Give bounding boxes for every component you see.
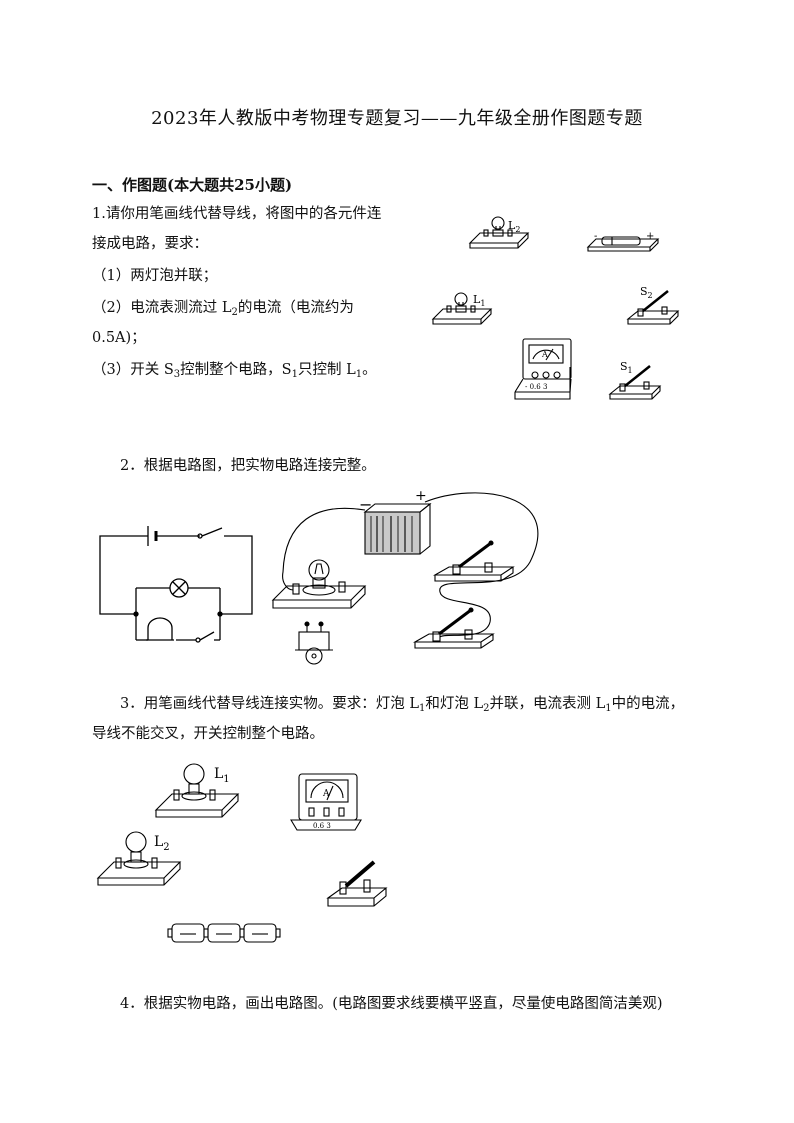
svg-text:A: A — [541, 350, 548, 359]
q1-switch-s2: S2 — [626, 285, 680, 325]
q1-ammeter: A - 0.6 3 — [514, 338, 572, 400]
q2-circuit-diagram — [99, 526, 253, 643]
svg-text:A: A — [322, 789, 330, 799]
svg-text:S1: S1 — [620, 360, 633, 375]
q3-figure: L1 A 0.6 3 L2 — [96, 763, 388, 943]
svg-text:L1: L1 — [473, 293, 485, 308]
q2-bell — [295, 621, 333, 665]
svg-text:- 0.6 3: - 0.6 3 — [525, 383, 547, 391]
svg-text:L1: L1 — [214, 766, 230, 785]
q3-line1: 3．用笔画线代替导线连接实物。要求：灯泡 L1和灯泡 L2并联，电流表测 L1中… — [120, 696, 685, 714]
q1-line1: 1.请你用笔画线代替导线，将图中的各元件连 — [92, 206, 382, 222]
q1-req3: （3）开关 S3控制整个电路，S1只控制 L1。 — [92, 362, 377, 380]
q1-req2-cont: 0.5A)； — [92, 330, 146, 346]
svg-text:L2: L2 — [508, 219, 520, 234]
q1-req1: （1）两灯泡并联； — [92, 268, 218, 284]
q1-battery: - + — [586, 231, 660, 252]
q3-lamp-l2: L2 — [96, 831, 182, 886]
q2-lamp — [271, 559, 367, 609]
svg-text:+: + — [415, 488, 427, 504]
q3-ammeter: A 0.6 3 — [290, 773, 362, 831]
q2-physical-circuit: − + — [271, 488, 539, 665]
q1-lamp-l2: L2 — [468, 216, 530, 249]
q2-switch-2 — [412, 607, 495, 649]
q2-text: 2．根据电路图，把实物电路连接完整。 — [120, 458, 376, 474]
svg-text:L2: L2 — [154, 834, 170, 853]
q1-lamp-l1: L1 — [431, 292, 493, 325]
q3-switch — [326, 860, 388, 907]
page-title: 2023年人教版中考物理专题复习——九年级全册作图题专题 — [151, 108, 643, 129]
q1-line2: 接成电路，要求： — [92, 236, 208, 252]
svg-text:S2: S2 — [640, 285, 653, 300]
q2-battery-box — [363, 502, 432, 555]
svg-text:+: + — [646, 231, 654, 242]
q2-switch-1 — [432, 540, 515, 582]
svg-text:0.6 3: 0.6 3 — [313, 822, 331, 830]
q4-text: 4．根据实物电路，画出电路图。(电路图要求线要横平竖直，尽量使电路图简洁美观) — [120, 996, 663, 1012]
svg-text:-: - — [594, 231, 597, 242]
q1-req2: （2）电流表测流过 L2的电流（电流约为 — [92, 300, 354, 318]
q3-line2: 导线不能交叉，开关控制整个电路。 — [92, 726, 324, 742]
q1-switch-s1: S1 — [608, 360, 662, 400]
q1-figure: L2 - + L1 S2 A - 0.6 3 S1 — [431, 216, 680, 400]
section-heading: 一、作图题(本大题共25小题) — [92, 176, 293, 194]
q3-batteries — [167, 923, 281, 943]
q3-lamp-l1: L1 — [154, 763, 240, 818]
